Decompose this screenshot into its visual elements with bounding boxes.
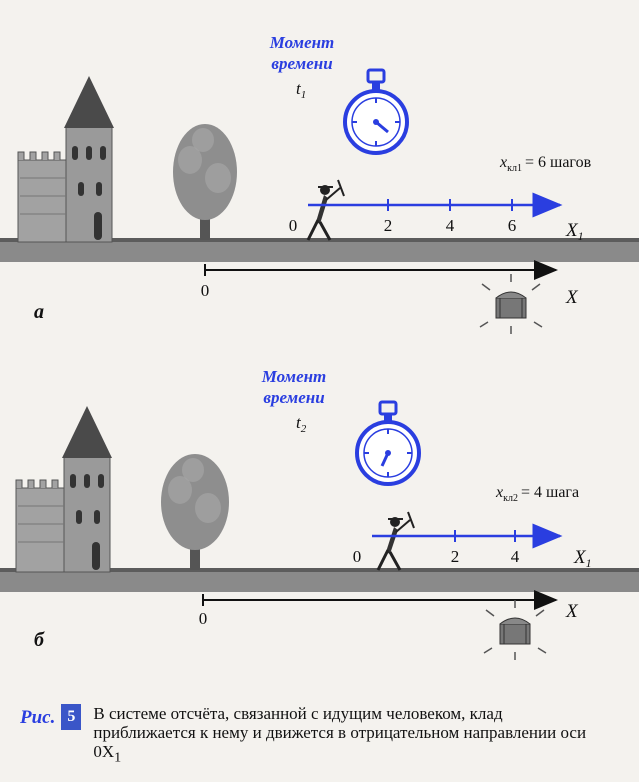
caption-prefix: Рис. — [20, 707, 56, 728]
panel-b: Момент времени t2 xкл2= 4 шага 0 2 4 X1 … — [0, 367, 639, 660]
moment-label-line2: времени — [271, 54, 332, 73]
ground-axis-label: X — [565, 601, 579, 622]
tick-label-2: 2 — [451, 547, 460, 566]
moving-axis-label: X1 — [565, 220, 584, 243]
stopwatch-icon — [343, 68, 409, 155]
time-variable: t2 — [296, 413, 307, 435]
ground-edge — [0, 568, 639, 572]
panel-label-b: б — [34, 629, 45, 651]
stopwatch-icon — [355, 400, 421, 486]
treasure-coordinate: xкл1= 6 шагов — [499, 154, 592, 174]
caption-number: 5 — [61, 704, 82, 730]
time-variable: t1 — [296, 79, 306, 101]
treasure-chest-icon — [479, 274, 543, 334]
moving-axis-label: X1 — [573, 547, 592, 570]
castle — [17, 76, 114, 243]
tick-label-2: 2 — [384, 216, 393, 235]
moment-label-line2: времени — [263, 388, 324, 407]
ground-axis-label: X — [565, 287, 579, 308]
tick-label-6: 6 — [508, 216, 517, 235]
ground-band — [0, 240, 639, 262]
ground-edge — [0, 238, 639, 242]
walking-man — [306, 179, 345, 241]
tick-label-4: 4 — [511, 547, 520, 566]
tree — [173, 124, 237, 240]
ground-axis-zero: 0 — [201, 281, 210, 300]
tree — [161, 454, 229, 570]
caption-subscript: 1 — [114, 749, 122, 766]
caption-body: В системе отсчёта, связанной с идущим че… — [93, 704, 587, 761]
figure-scene: Момент времени t1 xкл1= 6 шагов 0 2 4 6 … — [0, 33, 639, 660]
treasure-coordinate: xкл2= 4 шага — [495, 484, 579, 504]
panel-label-a: а — [34, 301, 44, 323]
tick-label-4: 4 — [446, 216, 455, 235]
figure-caption: Рис. 5 В системе отсчёта, связанной с ид… — [20, 704, 630, 767]
walking-man — [376, 511, 415, 571]
panel-a: Момент времени t1 xкл1= 6 шагов 0 2 4 6 … — [0, 33, 639, 334]
treasure-chest-icon — [483, 600, 547, 660]
castle — [15, 406, 112, 573]
ground-axis-zero: 0 — [199, 609, 208, 628]
ground-band — [0, 570, 639, 592]
moment-label-line1: Момент — [261, 367, 327, 386]
caption-text: В системе отсчёта, связанной с идущим че… — [93, 704, 593, 767]
tick-label-0: 0 — [353, 547, 362, 566]
tick-label-0: 0 — [289, 216, 298, 235]
moment-label-line1: Момент — [269, 33, 335, 52]
